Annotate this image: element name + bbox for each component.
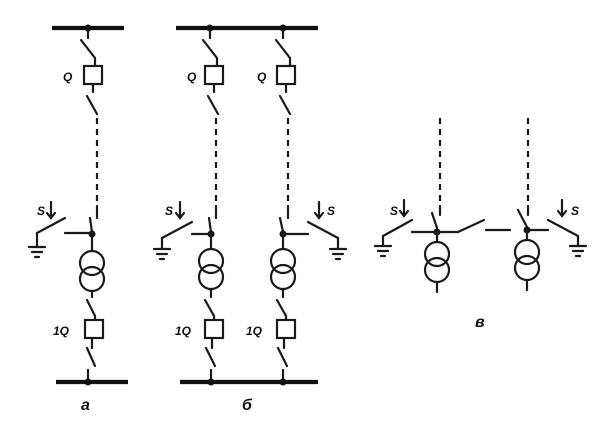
sectional-disconnector [456,218,486,234]
scheme-c: S S в [373,118,588,331]
breaker-q-b-left-label: Q [187,70,197,84]
caption-a: а [81,397,90,414]
breaker-q-b-left [203,64,225,86]
earthing-switch-s-c-right [546,218,580,238]
breaker-q-b-right-label: Q [257,70,267,84]
earthing-switch-s-b-right-label: S [327,204,335,218]
earthing-switch-s-c-right-label: S [571,204,579,218]
transformer-a [78,249,106,277]
earthing-switch-s-c-left-label: S [390,204,398,218]
breaker-q-a [82,64,104,86]
scheme-b: Q S 1Q Q [152,24,348,414]
breaker-1q-a [83,318,105,340]
earthing-switch-s-b-left-label: S [165,204,173,218]
transformer-c-left [423,240,451,268]
scheme-a: Q S 1Q а [27,24,128,414]
earthing-switch-s-a [35,216,67,235]
breaker-1q-b-right [275,318,297,340]
earthing-switch-s-b-right [306,220,340,240]
transformer-b-left [197,247,225,275]
breaker-1q-b-right-label: 1Q [246,324,263,338]
breaker-1q-b-left-label: 1Q [175,324,192,338]
transformer-c-right [513,238,541,266]
breaker-1q-a-label: 1Q [53,324,70,338]
earthing-switch-s-c-left [381,218,414,238]
earthing-switch-s-b-left [160,220,194,240]
breaker-q-b-right [275,64,297,86]
transformer-b-right [269,247,297,275]
breaker-1q-b-left [203,318,225,340]
caption-b: б [242,397,253,414]
earthing-switch-s-a-label: S [37,204,45,218]
caption-c: в [475,314,485,331]
breaker-q-a-label: Q [63,70,73,84]
